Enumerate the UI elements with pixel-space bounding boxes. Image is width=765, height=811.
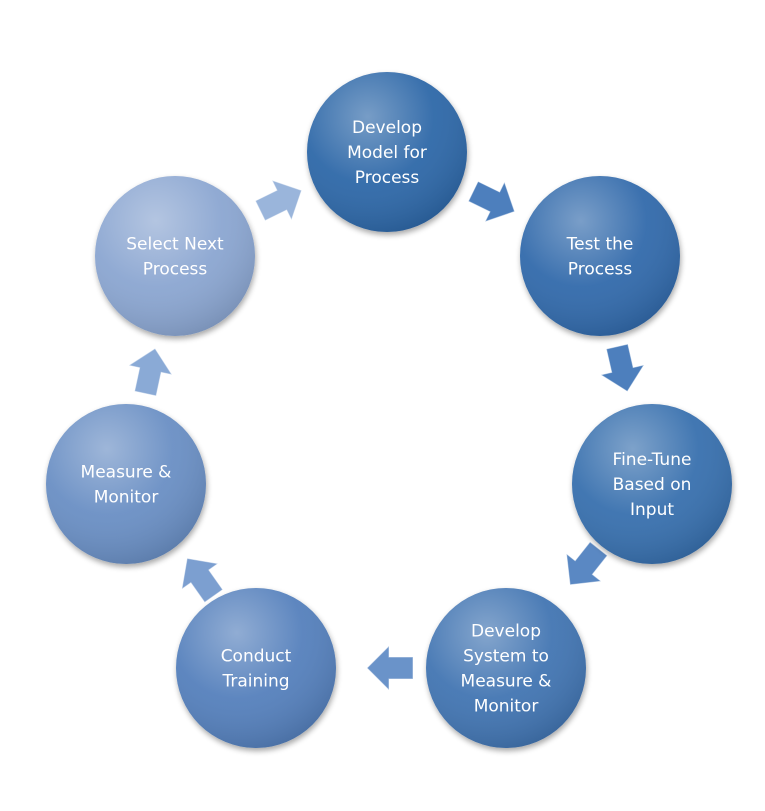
- node-label-line: System to: [463, 647, 549, 667]
- node-sheen: [520, 176, 680, 336]
- cycle-arrow-icon: [599, 343, 645, 393]
- node-label-line: Process: [568, 260, 633, 280]
- node-sheen: [426, 588, 586, 748]
- cycle-arrow-icon: [254, 179, 303, 222]
- node-sheen: [46, 404, 206, 564]
- node-label-line: Select Next: [126, 235, 224, 255]
- node-label-line: Process: [143, 260, 208, 280]
- node-label-line: Monitor: [474, 697, 539, 717]
- node-label-line: Develop: [471, 622, 541, 642]
- node-label-line: Test the: [566, 235, 634, 255]
- node-label-line: Monitor: [94, 488, 159, 508]
- node-label-line: Fine-Tune: [613, 450, 692, 470]
- node-label-line: Input: [630, 500, 674, 520]
- node-label-line: Develop: [352, 118, 422, 138]
- node-sheen: [307, 72, 467, 232]
- node-label-line: Based on: [613, 475, 692, 495]
- node-sheen: [176, 588, 336, 748]
- node-sheen: [95, 176, 255, 336]
- cycle-arrow-icon: [467, 180, 516, 223]
- node-label-line: Training: [221, 672, 289, 692]
- node-label-line: Measure &: [461, 672, 552, 692]
- node-label-line: Model for: [347, 143, 427, 163]
- cycle-arrow-icon: [127, 347, 174, 397]
- node-sheen: [572, 404, 732, 564]
- node-label-line: Process: [355, 168, 420, 188]
- node-label-line: Measure &: [81, 463, 172, 483]
- node-measure-monitor: Measure & Monitor: [46, 404, 206, 564]
- node-label-line: Conduct: [221, 647, 292, 667]
- cycle-arrow-icon: [565, 541, 608, 586]
- cycle-arrow-icon: [366, 644, 414, 692]
- cycle-arrow-icon: [181, 557, 224, 604]
